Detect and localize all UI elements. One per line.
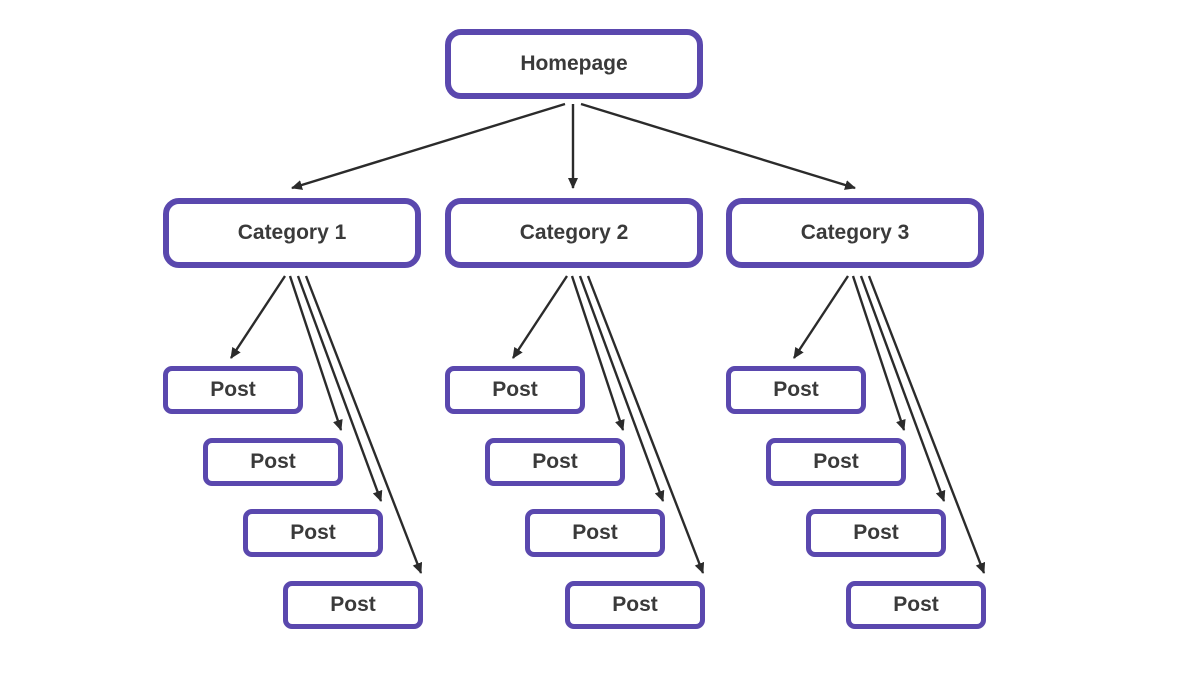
arrow-category-2-to-post-1 bbox=[511, 275, 569, 359]
category-2-label: Category 2 bbox=[519, 221, 629, 244]
post-label: Post bbox=[612, 593, 658, 616]
category-1-label: Category 1 bbox=[237, 221, 347, 244]
arrow-category-2-to-post-4 bbox=[586, 275, 705, 574]
post-node: Post bbox=[283, 581, 423, 629]
arrow-category-1-to-post-2 bbox=[288, 275, 343, 431]
post-label: Post bbox=[532, 450, 578, 473]
post-node: Post bbox=[846, 581, 986, 629]
post-node: Post bbox=[485, 438, 625, 486]
category-2-node: Category 2 bbox=[445, 198, 703, 268]
post-node: Post bbox=[726, 366, 866, 414]
category-3-node: Category 3 bbox=[726, 198, 984, 268]
post-node: Post bbox=[766, 438, 906, 486]
arrow-category-1-to-post-1 bbox=[229, 275, 287, 359]
post-label: Post bbox=[853, 521, 899, 544]
post-label: Post bbox=[773, 378, 819, 401]
post-label: Post bbox=[893, 593, 939, 616]
post-label: Post bbox=[290, 521, 336, 544]
arrow-category-3-to-post-3 bbox=[859, 275, 946, 502]
post-label: Post bbox=[492, 378, 538, 401]
post-label: Post bbox=[330, 593, 376, 616]
post-node: Post bbox=[806, 509, 946, 557]
post-label: Post bbox=[813, 450, 859, 473]
arrow-homepage-to-category-1 bbox=[291, 102, 566, 190]
post-node: Post bbox=[525, 509, 665, 557]
arrow-homepage-to-category-3 bbox=[580, 102, 856, 190]
post-node: Post bbox=[565, 581, 705, 629]
category-1-node: Category 1 bbox=[163, 198, 421, 268]
post-node: Post bbox=[163, 366, 303, 414]
post-label: Post bbox=[210, 378, 256, 401]
arrow-category-3-to-post-2 bbox=[851, 275, 906, 431]
arrow-category-2-to-post-2 bbox=[570, 275, 625, 431]
post-label: Post bbox=[572, 521, 618, 544]
homepage-label: Homepage bbox=[520, 52, 628, 75]
arrow-category-1-to-post-3 bbox=[296, 275, 383, 502]
arrow-category-3-to-post-1 bbox=[792, 275, 850, 359]
arrow-category-2-to-post-3 bbox=[578, 275, 665, 502]
post-node: Post bbox=[445, 366, 585, 414]
homepage-node: Homepage bbox=[445, 29, 703, 99]
post-label: Post bbox=[250, 450, 296, 473]
post-node: Post bbox=[243, 509, 383, 557]
arrow-category-3-to-post-4 bbox=[867, 275, 986, 574]
post-node: Post bbox=[203, 438, 343, 486]
category-3-label: Category 3 bbox=[800, 221, 910, 244]
arrow-category-1-to-post-4 bbox=[304, 275, 423, 574]
